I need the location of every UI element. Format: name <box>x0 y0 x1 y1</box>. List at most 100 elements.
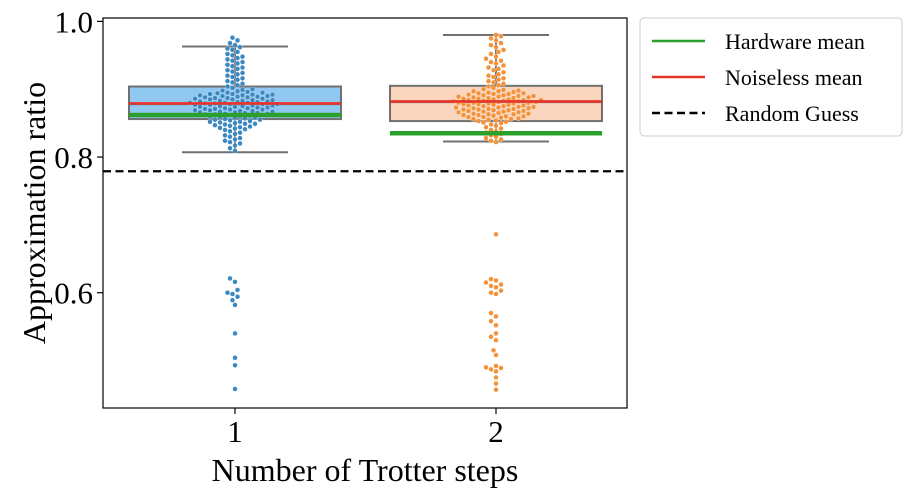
legend-box <box>639 17 903 137</box>
data-point <box>232 386 238 392</box>
data-point <box>234 88 241 94</box>
data-point <box>227 107 233 113</box>
x-tick-label: 1 <box>227 414 243 449</box>
data-point <box>229 291 236 297</box>
data-point <box>490 347 497 353</box>
data-point <box>530 104 537 110</box>
data-point <box>229 52 236 58</box>
data-point <box>483 56 489 62</box>
data-point <box>500 69 507 75</box>
data-point <box>500 62 507 69</box>
data-point <box>470 88 477 94</box>
data-point <box>227 134 233 140</box>
data-point <box>505 91 512 97</box>
data-point <box>480 114 487 120</box>
data-point <box>505 107 512 113</box>
data-point <box>247 123 253 130</box>
data-point <box>505 102 512 108</box>
data-point <box>525 111 532 117</box>
data-point <box>475 112 482 118</box>
data-point <box>488 334 494 340</box>
data-point <box>500 81 507 87</box>
data-point <box>515 104 522 110</box>
data-point <box>207 96 213 102</box>
data-point <box>493 123 499 129</box>
x-tick-label: 2 <box>488 414 504 449</box>
legend-noiseless-mean-label: Noiseless mean <box>725 65 862 90</box>
legend-random-guess-label: Random Guess <box>725 101 859 126</box>
data-point <box>488 290 494 296</box>
data-point <box>490 67 497 73</box>
data-point <box>202 94 208 100</box>
data-point <box>234 77 241 83</box>
data-point <box>224 62 231 68</box>
data-point <box>229 58 236 64</box>
data-point <box>525 105 532 111</box>
data-point <box>232 120 238 126</box>
data-point <box>460 107 467 113</box>
data-point <box>515 88 522 94</box>
data-point <box>259 90 266 96</box>
data-point <box>483 364 489 370</box>
data-point <box>214 90 221 96</box>
data-point <box>254 94 261 100</box>
data-point <box>237 44 243 50</box>
data-point <box>498 58 504 64</box>
data-point <box>470 94 477 100</box>
data-point <box>495 110 502 116</box>
data-point <box>520 102 527 109</box>
data-point <box>239 92 246 98</box>
data-point <box>510 89 517 95</box>
data-point <box>264 93 271 99</box>
data-point <box>488 121 494 128</box>
data-point <box>234 37 241 43</box>
data-point <box>485 90 492 96</box>
data-point <box>515 93 522 99</box>
data-point <box>508 116 514 122</box>
data-point <box>227 117 233 123</box>
data-point <box>232 148 238 154</box>
data-point <box>229 35 236 41</box>
data-point <box>453 104 459 111</box>
data-point <box>520 90 527 96</box>
data-point <box>249 86 256 92</box>
data-point <box>493 368 499 374</box>
data-point <box>493 277 499 284</box>
data-point <box>222 105 228 111</box>
data-point <box>495 94 502 100</box>
data-point <box>232 330 238 336</box>
data-point <box>254 104 261 111</box>
data-point <box>197 104 203 110</box>
data-point <box>493 330 499 336</box>
data-point <box>269 92 276 98</box>
data-point <box>212 106 218 112</box>
data-point <box>197 92 203 98</box>
data-point <box>498 126 504 132</box>
data-point <box>242 121 248 127</box>
data-point <box>483 279 489 286</box>
data-point <box>488 318 494 324</box>
data-point <box>465 92 472 98</box>
y-axis-title: Approximation ratio <box>16 82 52 344</box>
data-point <box>485 117 492 123</box>
data-point <box>234 55 241 61</box>
data-point <box>239 87 246 93</box>
data-point <box>227 275 233 282</box>
data-point <box>493 37 499 43</box>
data-point <box>234 94 241 100</box>
data-point <box>470 116 477 122</box>
data-point <box>229 91 236 97</box>
data-point <box>483 135 489 141</box>
data-point <box>485 83 492 90</box>
data-point <box>475 107 482 113</box>
data-point <box>237 124 243 130</box>
data-point <box>485 73 492 79</box>
data-point <box>229 47 236 53</box>
data-point <box>234 66 241 72</box>
data-point <box>212 117 218 123</box>
data-point <box>237 108 243 114</box>
data-point <box>227 139 233 145</box>
data-point <box>224 73 231 79</box>
